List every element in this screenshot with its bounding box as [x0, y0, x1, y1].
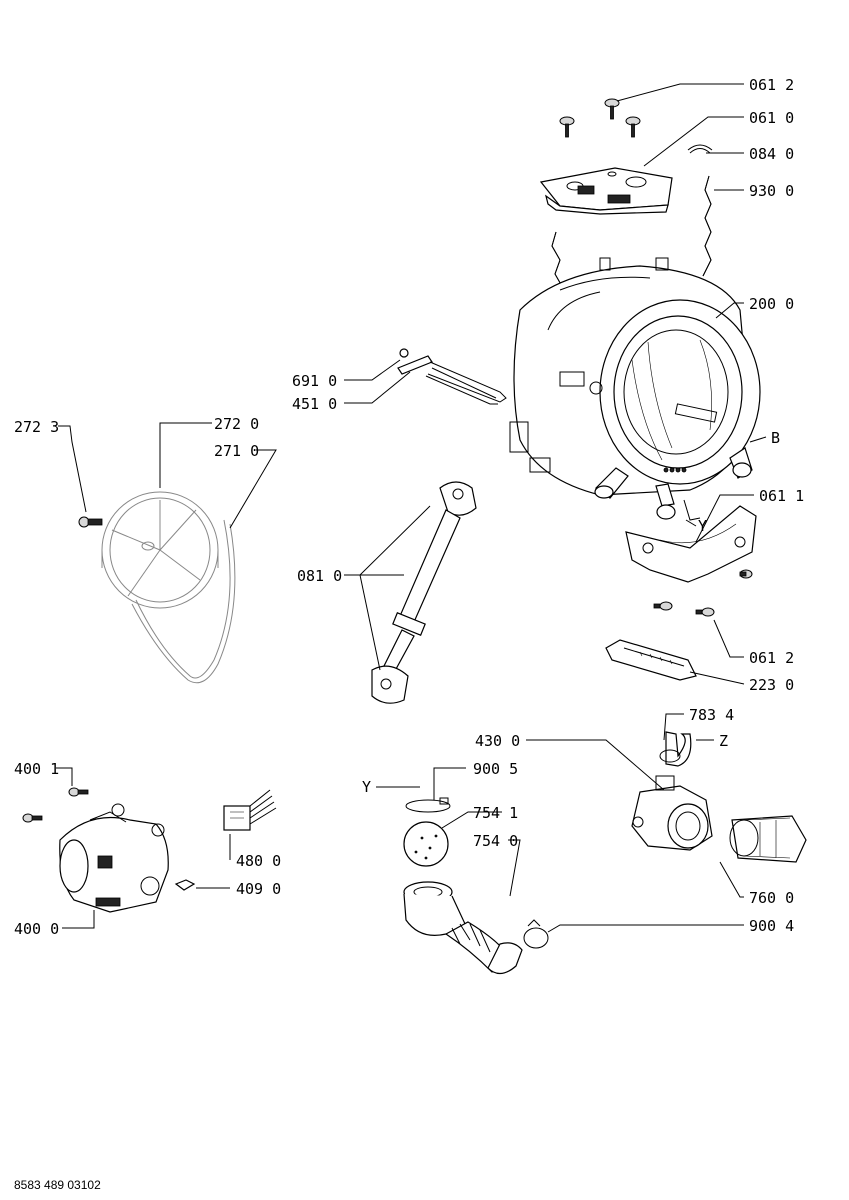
leader-lines [56, 83, 767, 933]
label-783-4: 783 4 [689, 706, 734, 724]
screw-2723 [78, 516, 103, 528]
shock-absorber-0810 [371, 481, 477, 704]
label-691-0: 691 0 [292, 372, 337, 390]
label-900-5: 900 5 [473, 760, 518, 778]
label-930-0: 930 0 [749, 182, 794, 200]
part-labels: 061 2 061 0 084 0 930 0 200 0 691 0 451 … [14, 76, 804, 938]
label-754-1: 754 1 [473, 804, 518, 822]
brush-4090 [174, 879, 196, 891]
label-b: B [771, 429, 780, 447]
clamp-9005 [405, 797, 451, 813]
label-754-0: 754 0 [473, 832, 518, 850]
screws-0612-bottom [653, 569, 753, 617]
label-061-0: 061 0 [749, 109, 794, 127]
hook-0840 [687, 144, 713, 154]
label-061-2-top: 061 2 [749, 76, 794, 94]
label-409-0: 409 0 [236, 880, 281, 898]
label-223-0: 223 0 [749, 676, 794, 694]
label-200-0: 200 0 [749, 295, 794, 313]
elbow-7834 [659, 731, 692, 767]
heater-4510 [397, 348, 507, 405]
motor-4000 [59, 803, 169, 913]
label-272-0: 272 0 [214, 415, 259, 433]
label-061-1: 061 1 [759, 487, 804, 505]
filter-7600 [729, 815, 807, 863]
label-271-0: 271 0 [214, 442, 259, 460]
pump-4300 [631, 775, 713, 851]
label-z: Z [719, 732, 728, 750]
label-900-4: 900 4 [749, 917, 794, 935]
lifter-2230 [605, 639, 697, 681]
connector-4800 [223, 789, 277, 831]
label-084-0: 084 0 [749, 145, 794, 163]
label-451-0: 451 0 [292, 395, 337, 413]
screw-0612-top [559, 98, 641, 138]
tub-2000 [509, 257, 761, 521]
drawing-number: 8583 489 03102 [14, 1178, 101, 1192]
counterweight-0610 [539, 167, 673, 215]
label-760-0: 760 0 [749, 889, 794, 907]
sump-hose-7540 [403, 881, 523, 975]
clip-9004 [523, 919, 549, 949]
label-272-3: 272 3 [14, 418, 59, 436]
label-430-0: 430 0 [475, 732, 520, 750]
label-061-2-bottom: 061 2 [749, 649, 794, 667]
label-y-hose: Y [362, 778, 371, 796]
motor-screws-4001 [22, 787, 89, 823]
belt-2710 [131, 519, 236, 684]
bracket-0611 [625, 505, 757, 583]
label-480-0: 480 0 [236, 852, 281, 870]
pulley-2720 [101, 491, 219, 609]
label-400-0: 400 0 [14, 920, 59, 938]
label-081-0: 081 0 [297, 567, 342, 585]
label-400-1: 400 1 [14, 760, 59, 778]
label-y-tub: Y [698, 517, 707, 535]
ball-7541 [403, 821, 449, 867]
